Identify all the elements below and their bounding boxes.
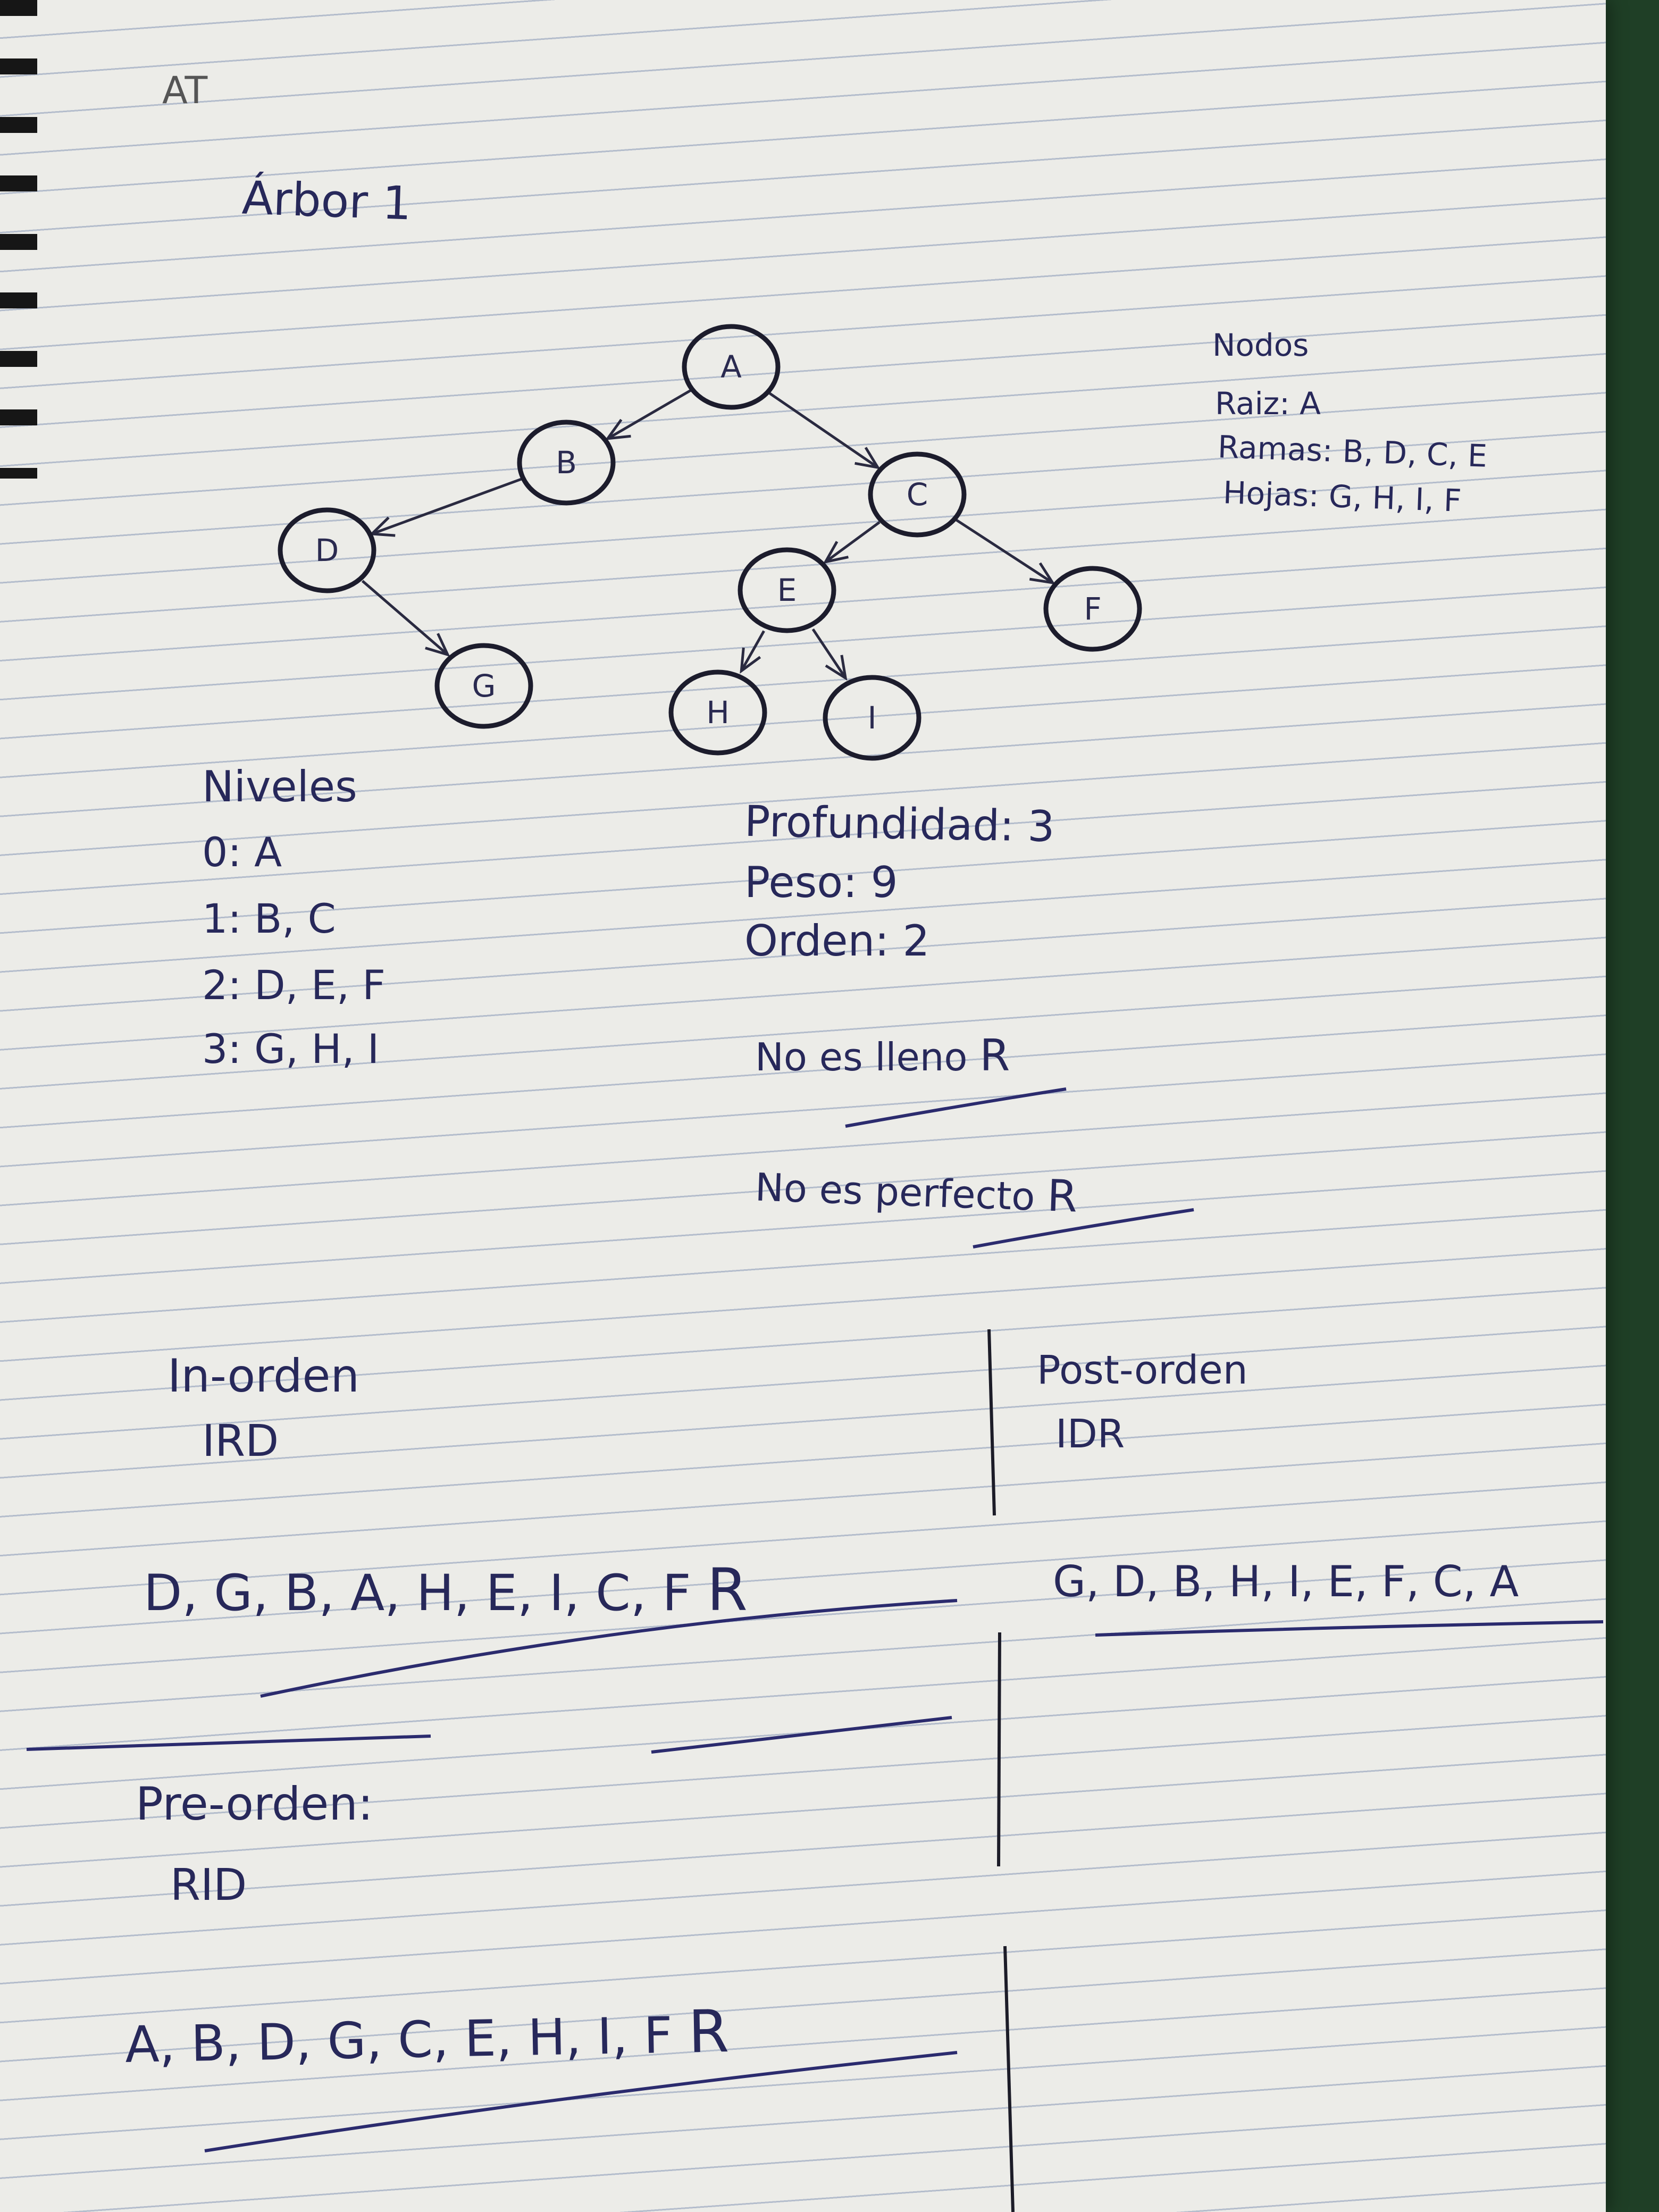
svg-text:A: A: [720, 349, 742, 385]
nivel-row-0: 0: A: [202, 828, 282, 876]
tree-edge-A-B: [607, 389, 692, 440]
svg-text:E: E: [777, 572, 797, 608]
lleno-statement: No es lleno R: [755, 1034, 1010, 1078]
tree-node-B: B: [517, 420, 616, 506]
orden-line: Orden: 2: [744, 916, 930, 966]
tree-node-A: A: [682, 324, 781, 410]
post-orden-rule: IDR: [1055, 1411, 1125, 1457]
corner-mark: AT: [162, 69, 208, 112]
lleno-text: No es lleno: [755, 1035, 968, 1079]
nodos-heading: Nodos: [1212, 327, 1309, 363]
in-orden-underline: [260, 1599, 958, 1698]
in-orden-sequence: D, G, B, A, H, E, I, C, F R: [144, 1561, 748, 1619]
perfecto-underline: [973, 1208, 1194, 1249]
in-orden-rule: IRD: [202, 1416, 279, 1467]
in-orden-mark: R: [707, 1556, 748, 1624]
nivel-row-1: 1: B, C: [202, 895, 336, 942]
tree-node-D: D: [278, 507, 376, 593]
svg-text:F: F: [1084, 591, 1101, 627]
svg-text:C: C: [907, 476, 928, 513]
svg-text:D: D: [315, 532, 339, 568]
tree-node-H: H: [668, 669, 767, 756]
tree-arrowhead-F: [1029, 562, 1055, 585]
svg-text:I: I: [867, 700, 876, 736]
tree-edge-C-F: [956, 518, 1053, 584]
post-orden-heading: Post-orden: [1037, 1347, 1248, 1393]
tree-diagram: A B C D E F G H I: [278, 324, 1142, 761]
column-divider-1: [987, 1329, 996, 1516]
tree-arrowhead-E: [823, 541, 849, 564]
tree-edge-E-H: [740, 630, 765, 672]
tree-arrowhead-B: [605, 418, 631, 440]
niveles-heading: Niveles: [202, 762, 357, 811]
tree-edge-E-I: [811, 628, 847, 679]
in-orden-heading: In-orden: [167, 1350, 359, 1403]
lleno-underline: [845, 1087, 1067, 1128]
tree-edge-B-D: [371, 477, 523, 535]
svg-text:G: G: [472, 668, 496, 704]
svg-text:H: H: [706, 694, 730, 731]
tree-edge-C-E: [825, 521, 881, 563]
post-orden-underline: [1095, 1620, 1604, 1637]
in-orden-rule-line-1: [26, 1735, 431, 1751]
pre-orden-underline: [204, 2051, 958, 2152]
tree-edge-D-G: [361, 580, 449, 656]
lleno-mark: R: [979, 1030, 1010, 1081]
tree-node-I: I: [823, 675, 921, 761]
tree-edge-A-C: [769, 392, 879, 469]
tree-arrowhead-I: [825, 655, 848, 681]
pre-orden-rule: RID: [170, 1860, 247, 1911]
nivel-row-2: 2: D, E, F: [202, 961, 386, 1009]
post-orden-sequence: G, D, B, H, I, E, F, C, A: [1053, 1557, 1519, 1606]
tree-node-G: G: [434, 643, 533, 729]
in-orden-rule-line-2: [651, 1716, 952, 1754]
tree-arrowhead-C: [854, 447, 881, 470]
pen-strokes: [26, 1087, 1604, 2212]
in-orden-values: D, G, B, A, H, E, I, C, F: [144, 1564, 691, 1622]
column-divider-2: [997, 1632, 1001, 1867]
svg-text:B: B: [556, 445, 577, 481]
tree-node-E: E: [738, 547, 836, 633]
tree-node-C: C: [868, 451, 967, 538]
column-divider-3: [1003, 1946, 1015, 2212]
tree-arrowhead-H: [740, 647, 761, 674]
spiral-binding: [0, 0, 37, 479]
peso-line: Peso: 9: [744, 858, 898, 907]
raiz-line: Raiz: A: [1215, 386, 1321, 422]
nivel-row-3: 3: G, H, I: [202, 1025, 380, 1073]
tree-node-F: F: [1043, 566, 1142, 652]
pre-orden-heading: Pre-orden:: [136, 1778, 373, 1831]
tree-arrowhead-G: [425, 633, 450, 657]
